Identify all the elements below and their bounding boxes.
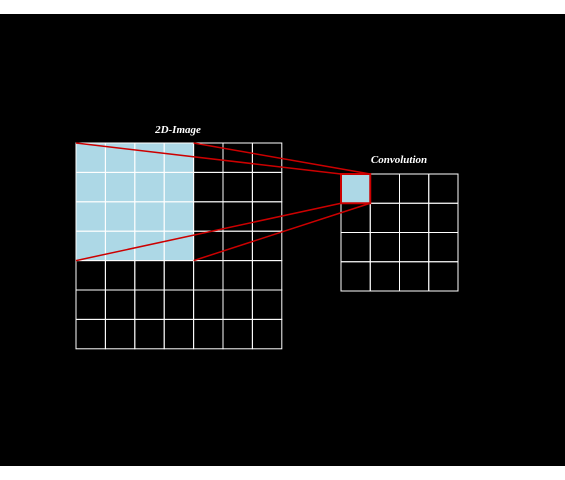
convolution-cell (340, 261, 371, 292)
convolution-grid (340, 173, 459, 292)
image-cell (75, 289, 106, 320)
convolution-cell (428, 173, 459, 204)
convolution-cell (399, 202, 430, 233)
connector-line (75, 202, 342, 262)
convolution-cell (399, 232, 430, 263)
image-cell (222, 318, 253, 350)
image-cell (222, 201, 253, 232)
image-cell (163, 289, 195, 320)
image-cell (251, 230, 283, 262)
receptive-field-connectors (75, 142, 371, 262)
convolution-cell (399, 173, 430, 204)
convolution-cell (428, 261, 459, 292)
image-cell (163, 260, 195, 291)
image-cell (163, 318, 195, 350)
image-cell (193, 289, 224, 320)
image-cell (104, 289, 136, 320)
convolution-cell (340, 232, 371, 263)
output-cell-highlight (340, 173, 372, 205)
image-cell (193, 318, 224, 350)
image-cell (251, 171, 283, 203)
connector-line (193, 202, 371, 262)
image-cell (222, 142, 253, 173)
image-cell (193, 171, 224, 203)
convolution-cell (369, 261, 400, 292)
image-cell (104, 260, 136, 291)
image-grid (75, 142, 283, 350)
image-cell (104, 318, 136, 350)
image-cell (75, 318, 106, 350)
image-cell (134, 289, 165, 320)
convolution-cell (428, 202, 459, 233)
convolution-cell (399, 261, 430, 292)
connector-line (193, 142, 371, 175)
image-cell (222, 289, 253, 320)
image-cell (251, 289, 283, 320)
convolution-cell (428, 232, 459, 263)
image-cell (222, 171, 253, 203)
convolution-cell (369, 232, 400, 263)
convolution-cell (369, 173, 400, 204)
image-label: 2D-Image (154, 124, 201, 136)
image-cell (75, 260, 106, 291)
image-cell (193, 260, 224, 291)
convolution-cell (369, 202, 400, 233)
image-cell (251, 318, 283, 350)
convolution-label: Convolution (371, 154, 427, 166)
image-cell (222, 260, 253, 291)
image-cell (134, 260, 165, 291)
image-cell (251, 260, 283, 291)
image-cell (134, 318, 165, 350)
image-cell (193, 201, 224, 232)
connector-line (75, 142, 342, 175)
